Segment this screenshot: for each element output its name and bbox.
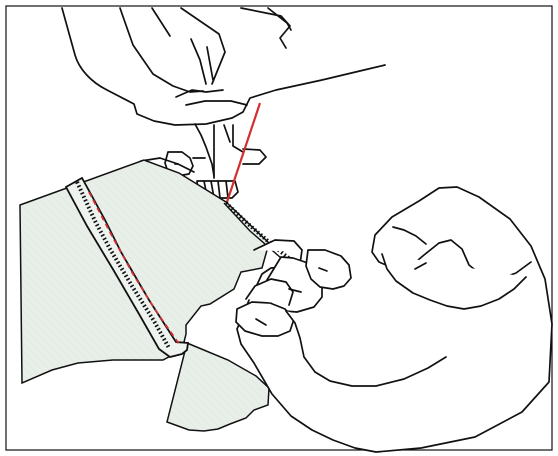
sewing-machine-head-icon — [62, 8, 385, 198]
hand-guiding-fabric-icon — [236, 187, 552, 452]
